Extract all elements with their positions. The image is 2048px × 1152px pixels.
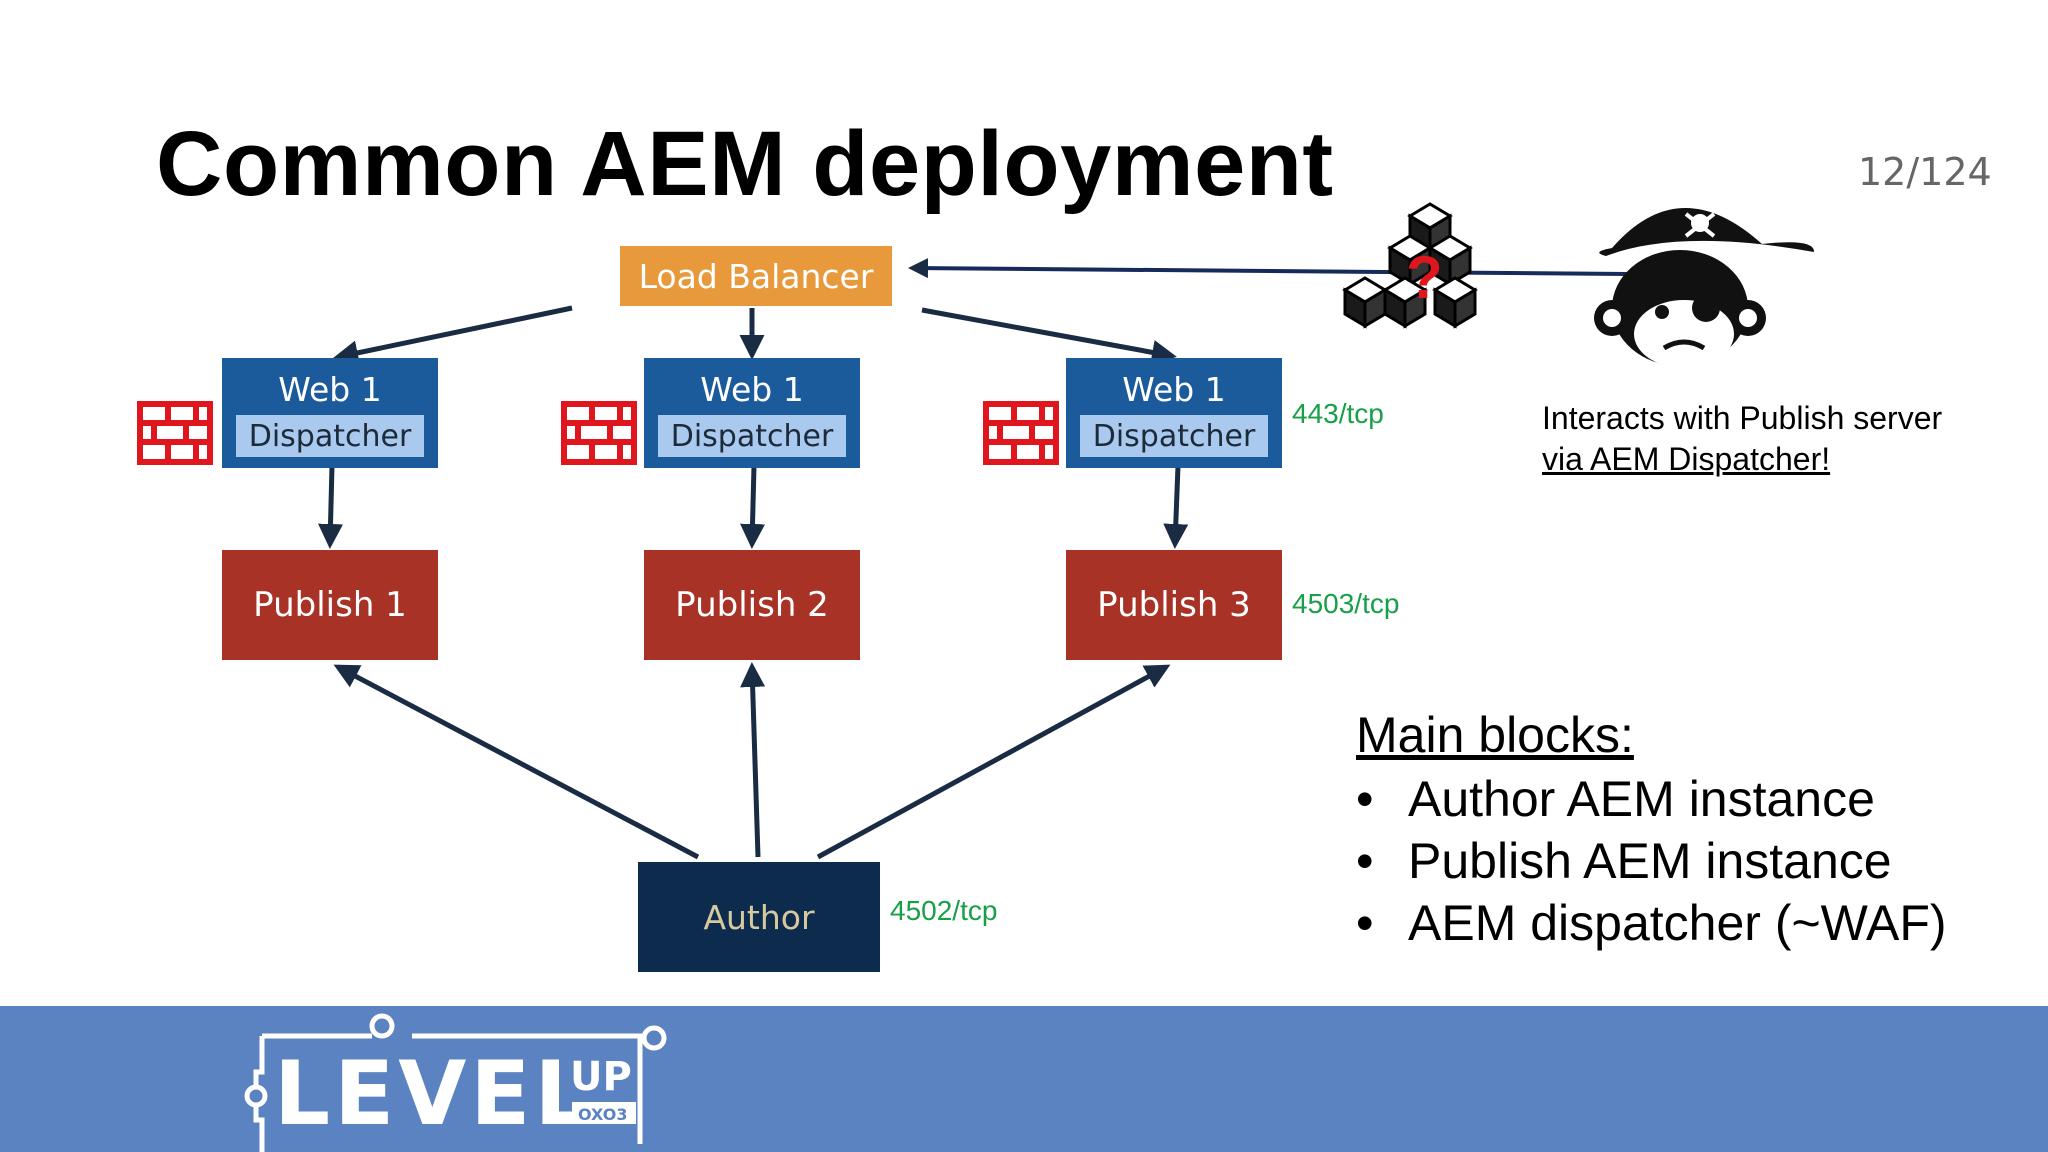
main-blocks-items: Author AEM instance Publish AEM instance… — [1356, 768, 1947, 954]
publish-node-3: Publish 3 — [1066, 550, 1282, 660]
port-label-dispatcher: 443/tcp — [1292, 398, 1384, 429]
web-node-label: Web 1 — [1122, 370, 1226, 409]
port-label-author: 4502/tcp — [890, 895, 998, 926]
dispatcher-label: Dispatcher — [658, 415, 846, 457]
list-item: Author AEM instance — [1356, 768, 1947, 830]
main-blocks-list: Main blocks: Author AEM instance Publish… — [1356, 706, 1947, 954]
attacker-note-line2: via AEM Dispatcher! — [1542, 441, 1831, 477]
footer-bar: LEVEL UP OXO3 — [0, 1006, 2048, 1152]
list-item: Publish AEM instance — [1356, 830, 1947, 892]
arrow-author-pub1 — [333, 664, 700, 860]
arrow-lb-web1 — [333, 305, 573, 366]
firewall-icon — [137, 401, 213, 465]
dispatcher-label: Dispatcher — [236, 415, 424, 457]
cube-question-mark: ? — [1406, 244, 1443, 311]
web-node-3: Web 1 Dispatcher — [1066, 358, 1282, 468]
logo-small-text: OXO3 — [578, 1105, 628, 1124]
logo-level-text: LEVEL — [274, 1042, 594, 1145]
firewall-icon — [561, 401, 637, 465]
publish-node-2: Publish 2 — [644, 550, 860, 660]
pirate-monkey-icon — [1594, 207, 1815, 368]
page-number: 12/124 — [1858, 150, 1992, 194]
arrow-lb-web3 — [921, 307, 1177, 365]
arrow-web3-pub3 — [1163, 465, 1189, 549]
arrow-author-pub2 — [740, 662, 766, 858]
arrow-web1-pub1 — [318, 465, 344, 549]
attacker-note: Interacts with Publish server via AEM Di… — [1542, 398, 1942, 480]
list-item: AEM dispatcher (~WAF) — [1356, 892, 1947, 954]
port-label-publish: 4503/tcp — [1292, 588, 1400, 619]
web-node-2: Web 1 Dispatcher — [644, 358, 860, 468]
web-node-label: Web 1 — [700, 370, 804, 409]
firewall-icon — [983, 401, 1059, 465]
web-node-label: Web 1 — [278, 370, 382, 409]
unknown-cubes-icon — [1342, 202, 1478, 329]
arrow-author-pub3 — [816, 664, 1171, 860]
web-node-1: Web 1 Dispatcher — [222, 358, 438, 468]
arrow-web2-pub2 — [740, 465, 766, 549]
main-blocks-heading: Main blocks: — [1356, 707, 1634, 763]
logo-up-text: UP — [570, 1054, 632, 1100]
dispatcher-label: Dispatcher — [1080, 415, 1268, 457]
author-node: Author — [638, 862, 880, 972]
slide-title: Common AEM deployment — [156, 113, 1334, 215]
publish-node-1: Publish 1 — [222, 550, 438, 660]
levelup-logo: LEVEL UP OXO3 — [244, 1013, 667, 1152]
arrow-attacker-lb — [908, 258, 1629, 279]
load-balancer-node: Load Balancer — [620, 246, 892, 306]
attacker-note-line1: Interacts with Publish server — [1542, 400, 1943, 436]
